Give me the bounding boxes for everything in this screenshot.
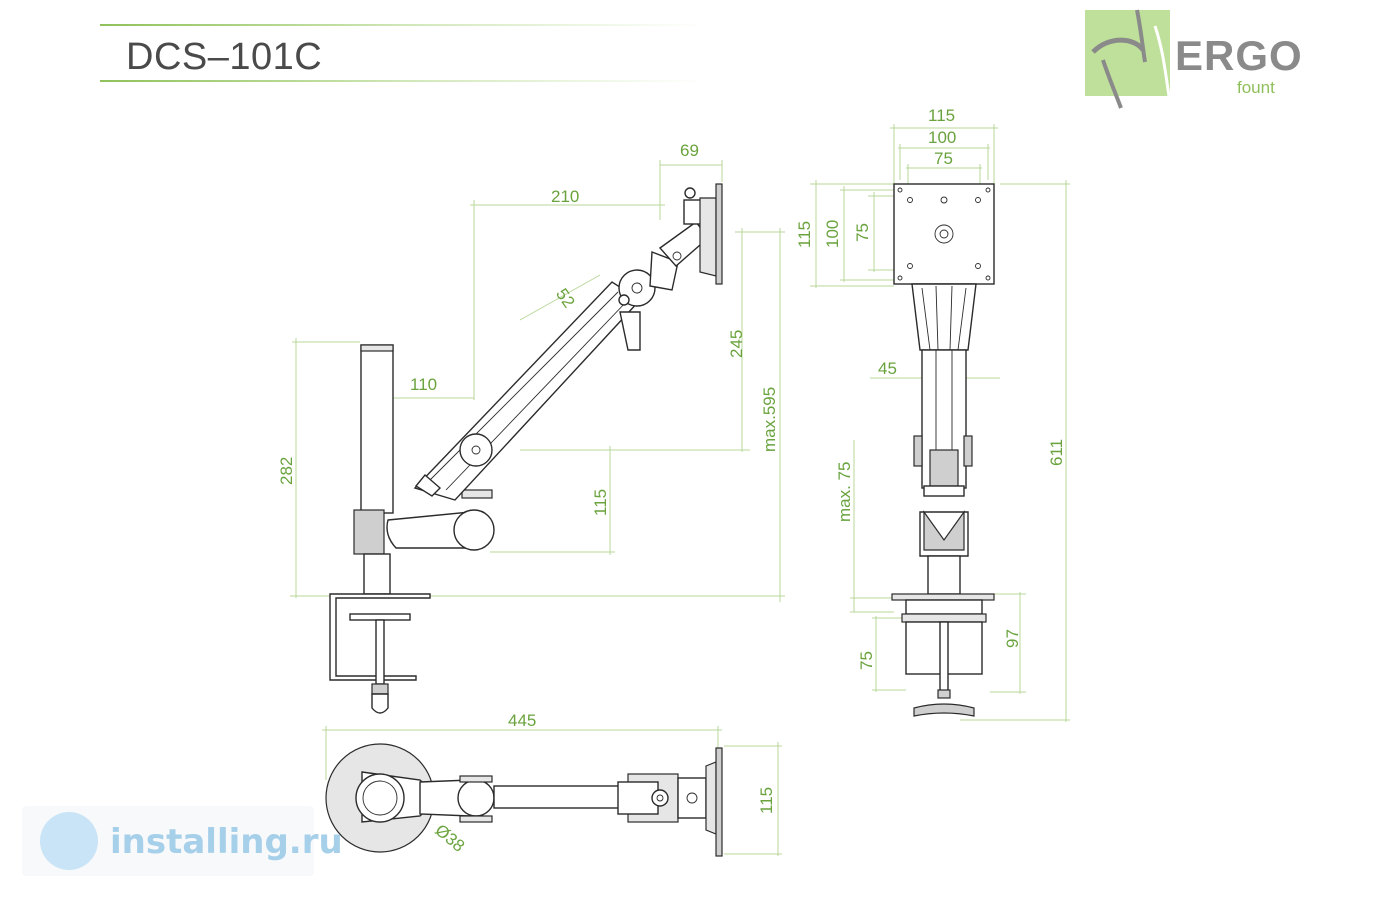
watermark-text: installing.ru xyxy=(110,822,343,862)
watermark: installing.ru xyxy=(22,806,343,876)
logo-wordmark: ERGO xyxy=(1175,32,1303,79)
ergofount-logo: ERGO fount xyxy=(1085,9,1302,110)
dim-clamp-depth: 75 xyxy=(857,651,876,670)
ergofount-logo-square xyxy=(1085,9,1171,109)
dim-arm-reach-upper: 210 xyxy=(551,187,579,206)
dim-pole-diameter: Ø38 xyxy=(431,821,468,856)
dim-top-view-width: 115 xyxy=(757,787,776,814)
installing-badge-icon xyxy=(40,812,98,870)
top-view-arm xyxy=(325,743,723,857)
dim-max-height: max.595 xyxy=(760,387,779,452)
logo-subtitle: fount xyxy=(1237,78,1275,97)
dim-vesa-mid: 100 xyxy=(928,128,956,147)
dim-vesa-outer: 115 xyxy=(928,106,955,125)
dim-arm-top-width: 69 xyxy=(680,141,699,160)
top-view-dimensions xyxy=(322,726,782,856)
ergofount-swoosh-icon xyxy=(1091,9,1171,109)
dim-vesa-outer-vertical: 115 xyxy=(795,221,814,248)
dim-clamp-height: 97 xyxy=(1003,629,1022,648)
front-view-dimension-labels: 115 100 75 115 100 75 45 611 max. 75 75 … xyxy=(795,106,1066,670)
dim-lift-range: 245 xyxy=(727,330,746,358)
dim-pole-height: 282 xyxy=(277,457,296,485)
dim-lower-lift: 115 xyxy=(591,489,610,516)
product-title: DCS–101C xyxy=(126,36,323,78)
dim-vesa-inner: 75 xyxy=(934,149,953,168)
dim-total-length: 445 xyxy=(508,711,536,730)
dim-max-desk: max. 75 xyxy=(835,462,854,522)
dim-vesa-inner-vertical: 75 xyxy=(853,223,872,242)
dim-total-height: 611 xyxy=(1047,439,1066,466)
side-view-arm xyxy=(329,183,723,714)
dim-vesa-mid-vertical: 100 xyxy=(823,220,842,248)
front-view-arm xyxy=(891,183,995,717)
title-rule-top xyxy=(100,24,705,26)
title-rule-bottom xyxy=(100,80,705,82)
side-view-dimension-labels: 69 210 52 110 282 245 max.595 115 xyxy=(277,141,779,516)
dim-pole-offset: 110 xyxy=(410,375,437,394)
dim-tilt-offset: 45 xyxy=(878,359,897,378)
